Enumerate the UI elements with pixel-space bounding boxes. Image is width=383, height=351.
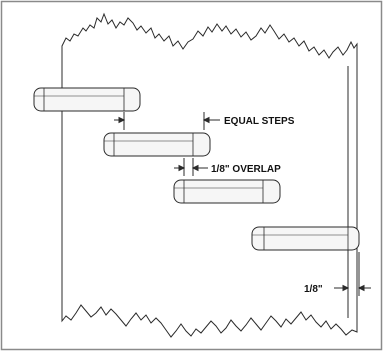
shelf-pin-1 [33, 87, 141, 112]
equal-steps-arrow [202, 112, 220, 130]
shelf-pin-3 [173, 179, 281, 204]
shelf-pin-4 [251, 226, 360, 251]
overlap-dimension [174, 158, 208, 176]
edge-gap-label: 1/8" [304, 284, 323, 295]
edge-gap-dimension [334, 252, 371, 296]
shelf-pin-2 [103, 132, 211, 157]
overlap-label: 1/8" OVERLAP [211, 164, 281, 175]
equal-steps-dimension-left [114, 112, 126, 130]
equal-steps-label: EQUAL STEPS [224, 116, 295, 127]
